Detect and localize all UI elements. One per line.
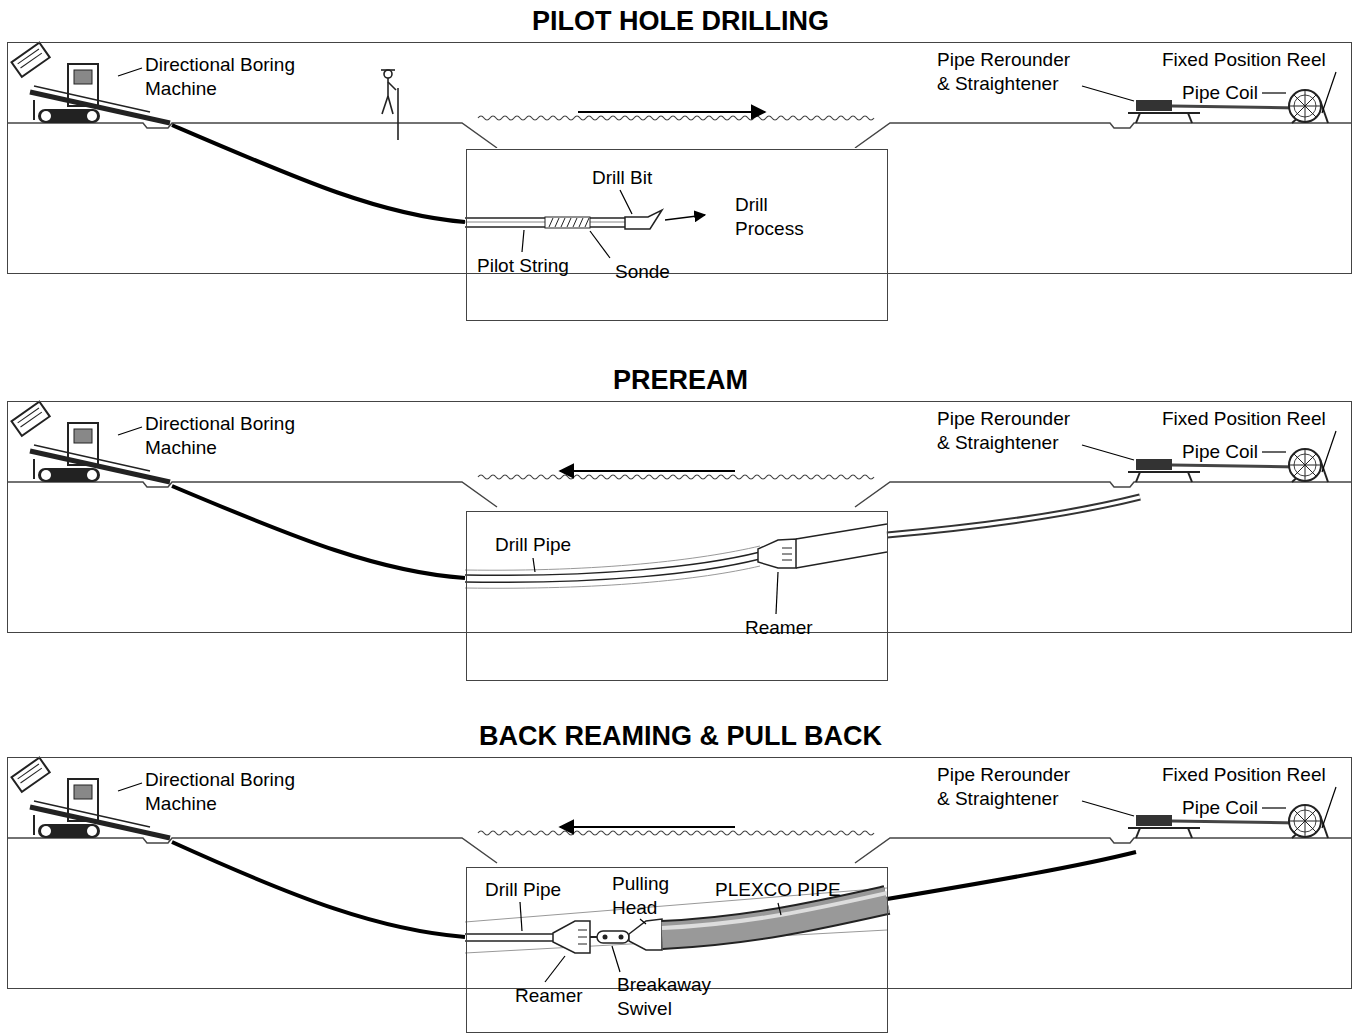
part-label: PLEXCO PIPE: [715, 878, 875, 902]
part-label: Reamer: [515, 984, 605, 1008]
equipment-label: Fixed Position Reel: [1162, 407, 1357, 431]
detail-inset: Drill PipeReamer: [466, 511, 888, 681]
equipment-label: Directional Boring Machine: [145, 412, 345, 460]
stage-panel: PREREAMDrill PipeReamer: [7, 401, 1352, 633]
part-label: Drill Process: [735, 193, 825, 241]
panel-heading: BACK REAMING & PULL BACK: [8, 720, 1353, 752]
part-label: Pulling Head: [612, 872, 682, 920]
equipment-label: Fixed Position Reel: [1162, 48, 1357, 72]
equipment-label: Directional Boring Machine: [145, 53, 345, 101]
equipment-label: Fixed Position Reel: [1162, 763, 1357, 787]
equipment-label: Pipe Rerounder & Straightener: [937, 48, 1085, 96]
equipment-label: Pipe Coil: [1182, 440, 1262, 464]
stage-panel: PILOT HOLE DRILLINGDrill BitDrill Proces…: [7, 42, 1352, 274]
part-label: Drill Pipe: [485, 878, 605, 902]
equipment-label: Directional Boring Machine: [145, 768, 345, 816]
part-label: Pilot String: [477, 254, 617, 278]
part-label: Sonde: [615, 260, 705, 284]
part-label: Reamer: [745, 616, 845, 640]
detail-inset: Drill BitDrill ProcessPilot StringSonde: [466, 149, 888, 321]
equipment-label: Pipe Rerounder & Straightener: [937, 407, 1085, 455]
part-label: Drill Pipe: [495, 533, 615, 557]
part-label: Breakaway Swivel: [617, 973, 722, 1021]
panel-heading: PREREAM: [8, 364, 1353, 396]
stage-panel: BACK REAMING & PULL BACKDrill PipePullin…: [7, 757, 1352, 989]
detail-inset: Drill Pipe Pulling Head PLEXCO PIPE Reamer B…: [466, 867, 888, 1033]
equipment-label: Pipe Rerounder & Straightener: [937, 763, 1085, 811]
panel-heading: PILOT HOLE DRILLING: [8, 5, 1353, 37]
equipment-label: Pipe Coil: [1182, 796, 1262, 820]
equipment-label: Pipe Coil: [1182, 81, 1262, 105]
part-label: Drill Bit: [592, 166, 702, 190]
